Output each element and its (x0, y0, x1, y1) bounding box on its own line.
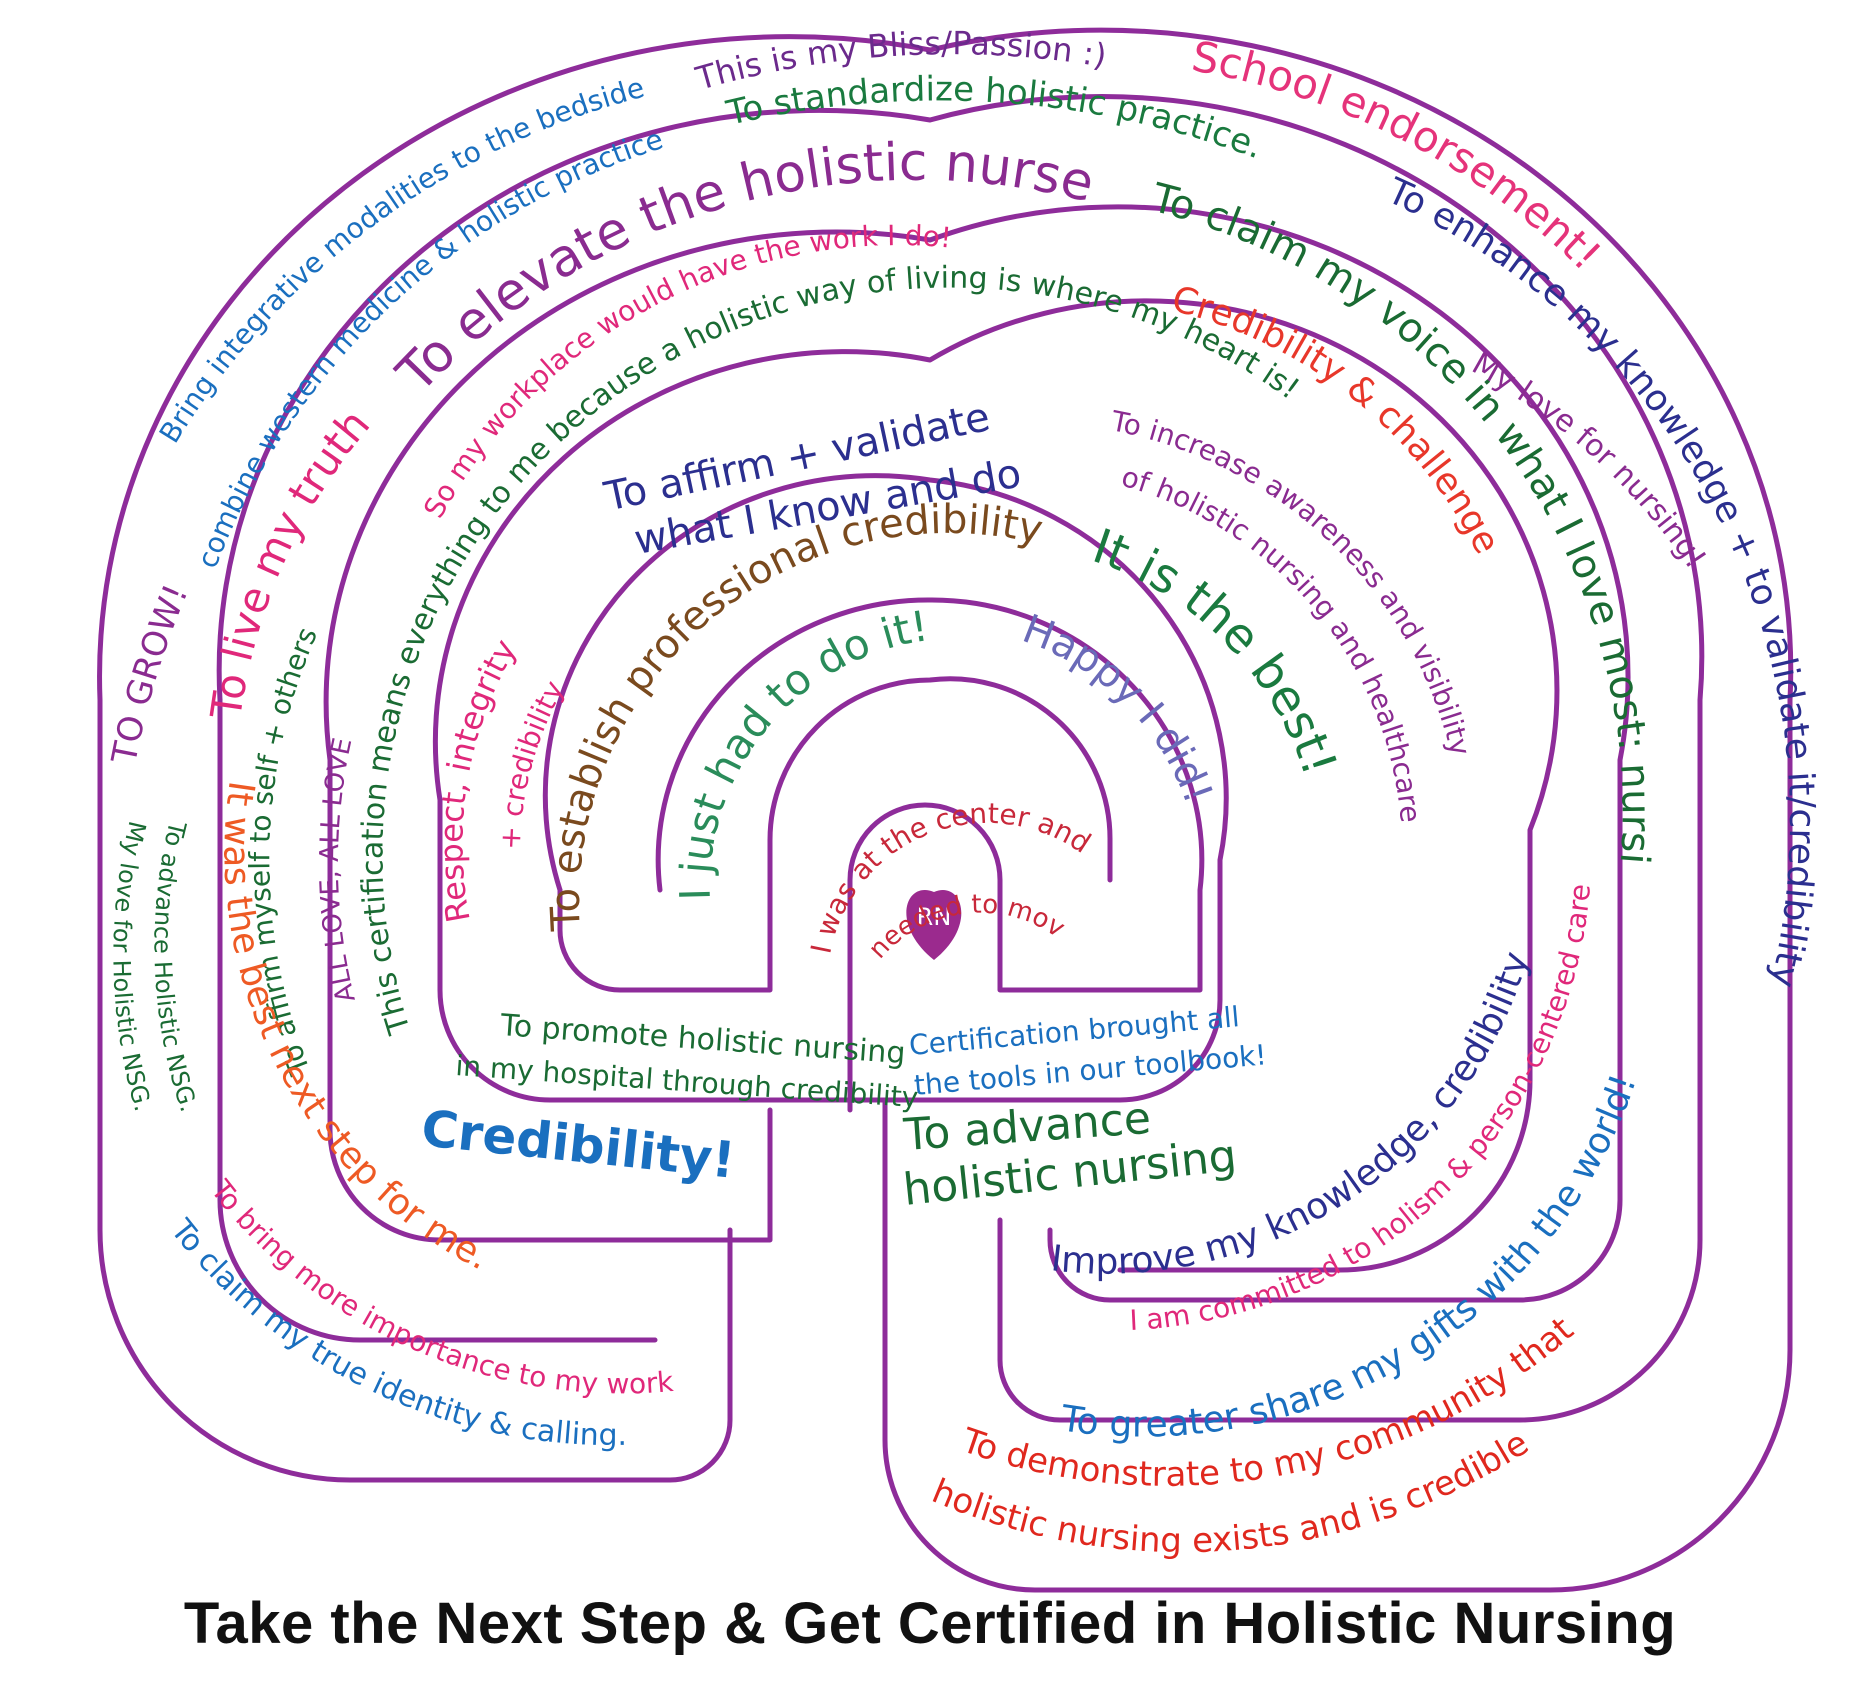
wall-6 (432, 298, 1560, 1273)
labyrinth-walls (97, 27, 1794, 1593)
wall-8 (542, 473, 1229, 1118)
wall-3 (217, 697, 658, 1343)
wall-10 (655, 597, 1205, 1113)
heart-badge: RN (917, 903, 952, 931)
wall-5 (327, 757, 773, 1243)
phrases: This is my Bliss/Passion :) School endor… (0, 0, 1822, 1561)
phrase-establish: To establish professional credibility (543, 497, 1047, 933)
wall-9 (557, 676, 1113, 993)
phrase-advance-nsg: To advance Holistic NSG. (148, 818, 202, 1116)
phrase-to-grow: TO GROW! (104, 579, 196, 768)
wall-4 (323, 204, 1631, 1303)
caption-title: Take the Next Step & Get Certified in Ho… (183, 1591, 1677, 1656)
center-heart: RN (906, 890, 962, 960)
phrase-all-love: ALL LOVE, ALL LOVE (315, 735, 362, 1005)
phrase-it-is-best: It is the best! (1086, 518, 1347, 782)
wall-2 (216, 94, 1705, 1423)
wall-7 (437, 797, 888, 1103)
phrase-happy: Happy I did! (1017, 606, 1222, 809)
heart-icon (906, 890, 962, 960)
phrase-bring-more: To bring more importance to my work (204, 1173, 676, 1400)
phrase-credibility-big: Credibility! (419, 1099, 738, 1190)
wall-outer (97, 27, 1794, 1593)
